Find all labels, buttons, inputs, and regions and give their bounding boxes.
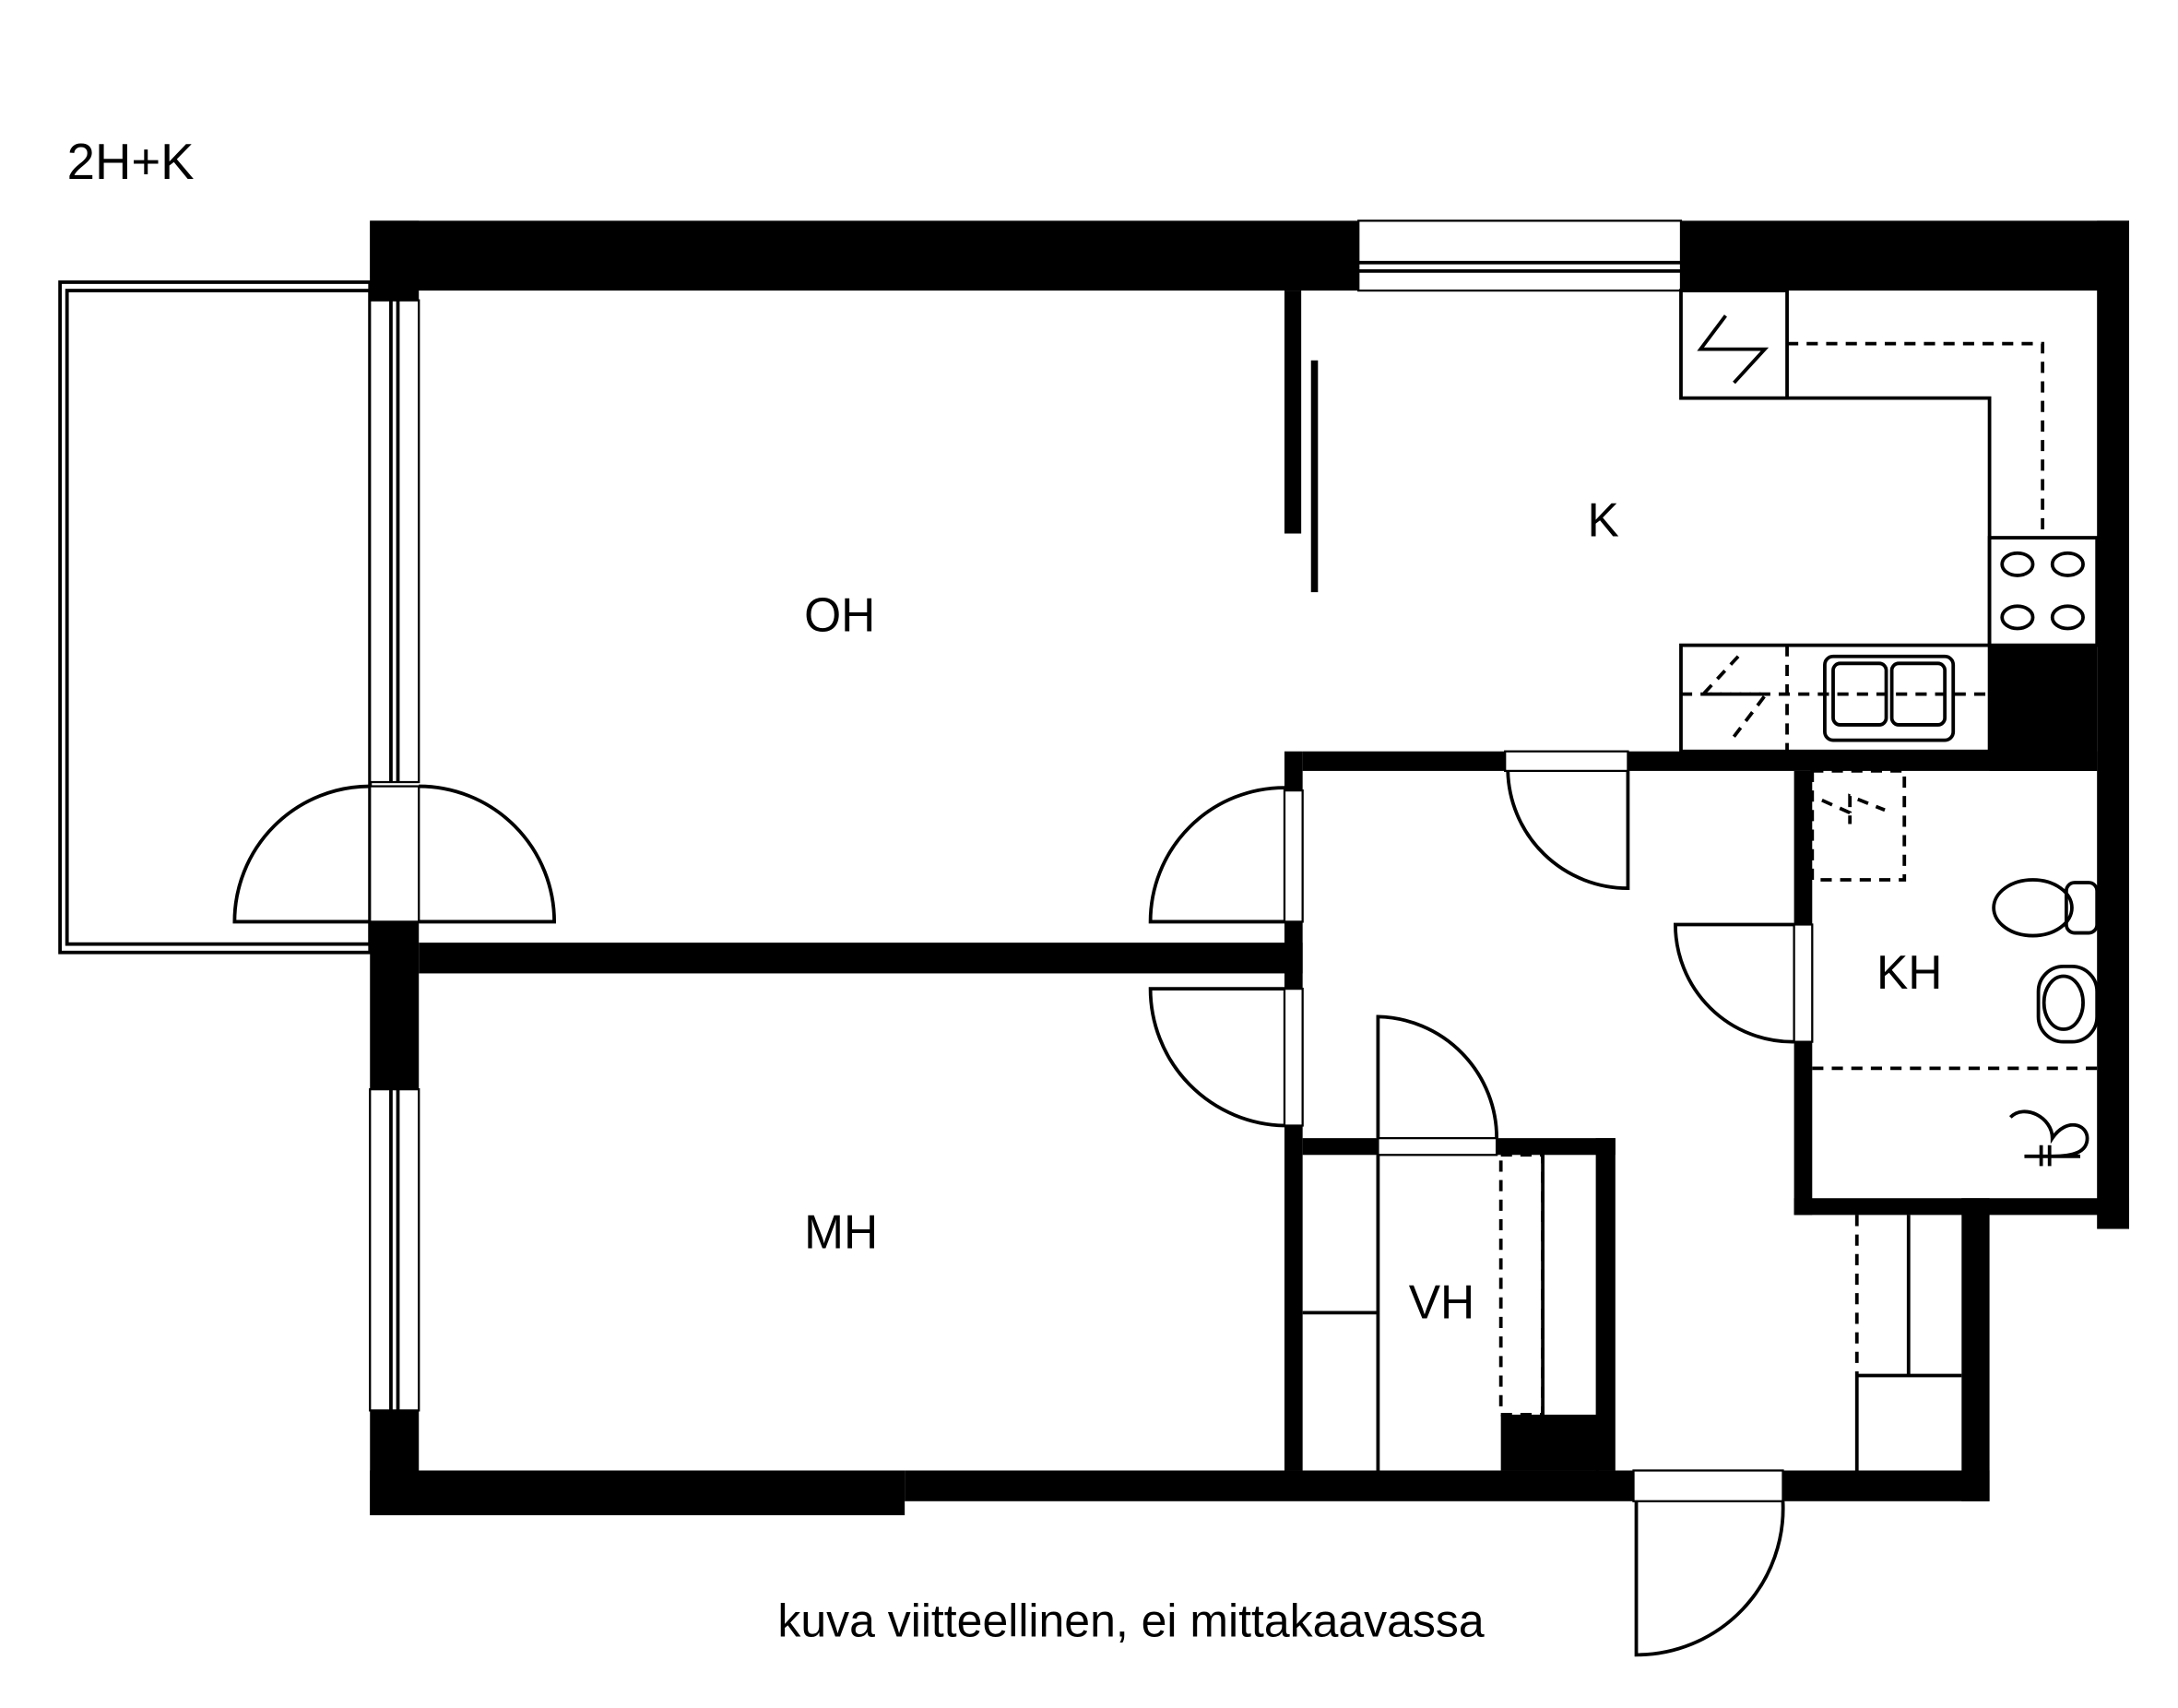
dishwasher-icon (1699, 655, 1770, 741)
room-label-kh: KH (1876, 945, 1943, 999)
wardrobe-fixtures (1302, 1153, 1962, 1471)
room-label-oh: OH (804, 588, 875, 642)
apartment-type-label: 2H+K (67, 134, 195, 190)
doors[interactable] (232, 750, 1814, 1657)
bedroom-door[interactable] (1148, 987, 1304, 1128)
disclaimer-caption: kuva viitteellinen, ei mittakaavassa (777, 1595, 1485, 1647)
sink-icon (1823, 654, 1956, 742)
bathroom-fixtures (1810, 769, 2100, 1167)
room-label-mh: MH (804, 1205, 878, 1259)
wardrobe-door[interactable] (1376, 1014, 1499, 1156)
stove-icon (1987, 536, 2100, 647)
entrance-door[interactable] (1632, 1469, 1785, 1657)
room-label-vh: VH (1409, 1275, 1475, 1328)
room-label-k: K (1588, 493, 1619, 547)
sliding-door (1310, 360, 1319, 593)
living-room-door[interactable] (1148, 786, 1304, 924)
walls (370, 220, 2130, 1515)
kitchen-hall-door[interactable] (1504, 750, 1630, 890)
washbasin-icon (2036, 964, 2100, 1044)
balcony (58, 280, 373, 955)
balcony-door[interactable] (232, 784, 556, 924)
shower-icon (2008, 1109, 2089, 1167)
washing-machine-icon (1821, 793, 1886, 824)
bathroom-door[interactable] (1674, 922, 1814, 1044)
toilet-icon (1992, 878, 2074, 938)
kitchen-fixtures (1679, 289, 2100, 753)
windows (369, 219, 1683, 1412)
fridge-icon (1697, 314, 1770, 385)
